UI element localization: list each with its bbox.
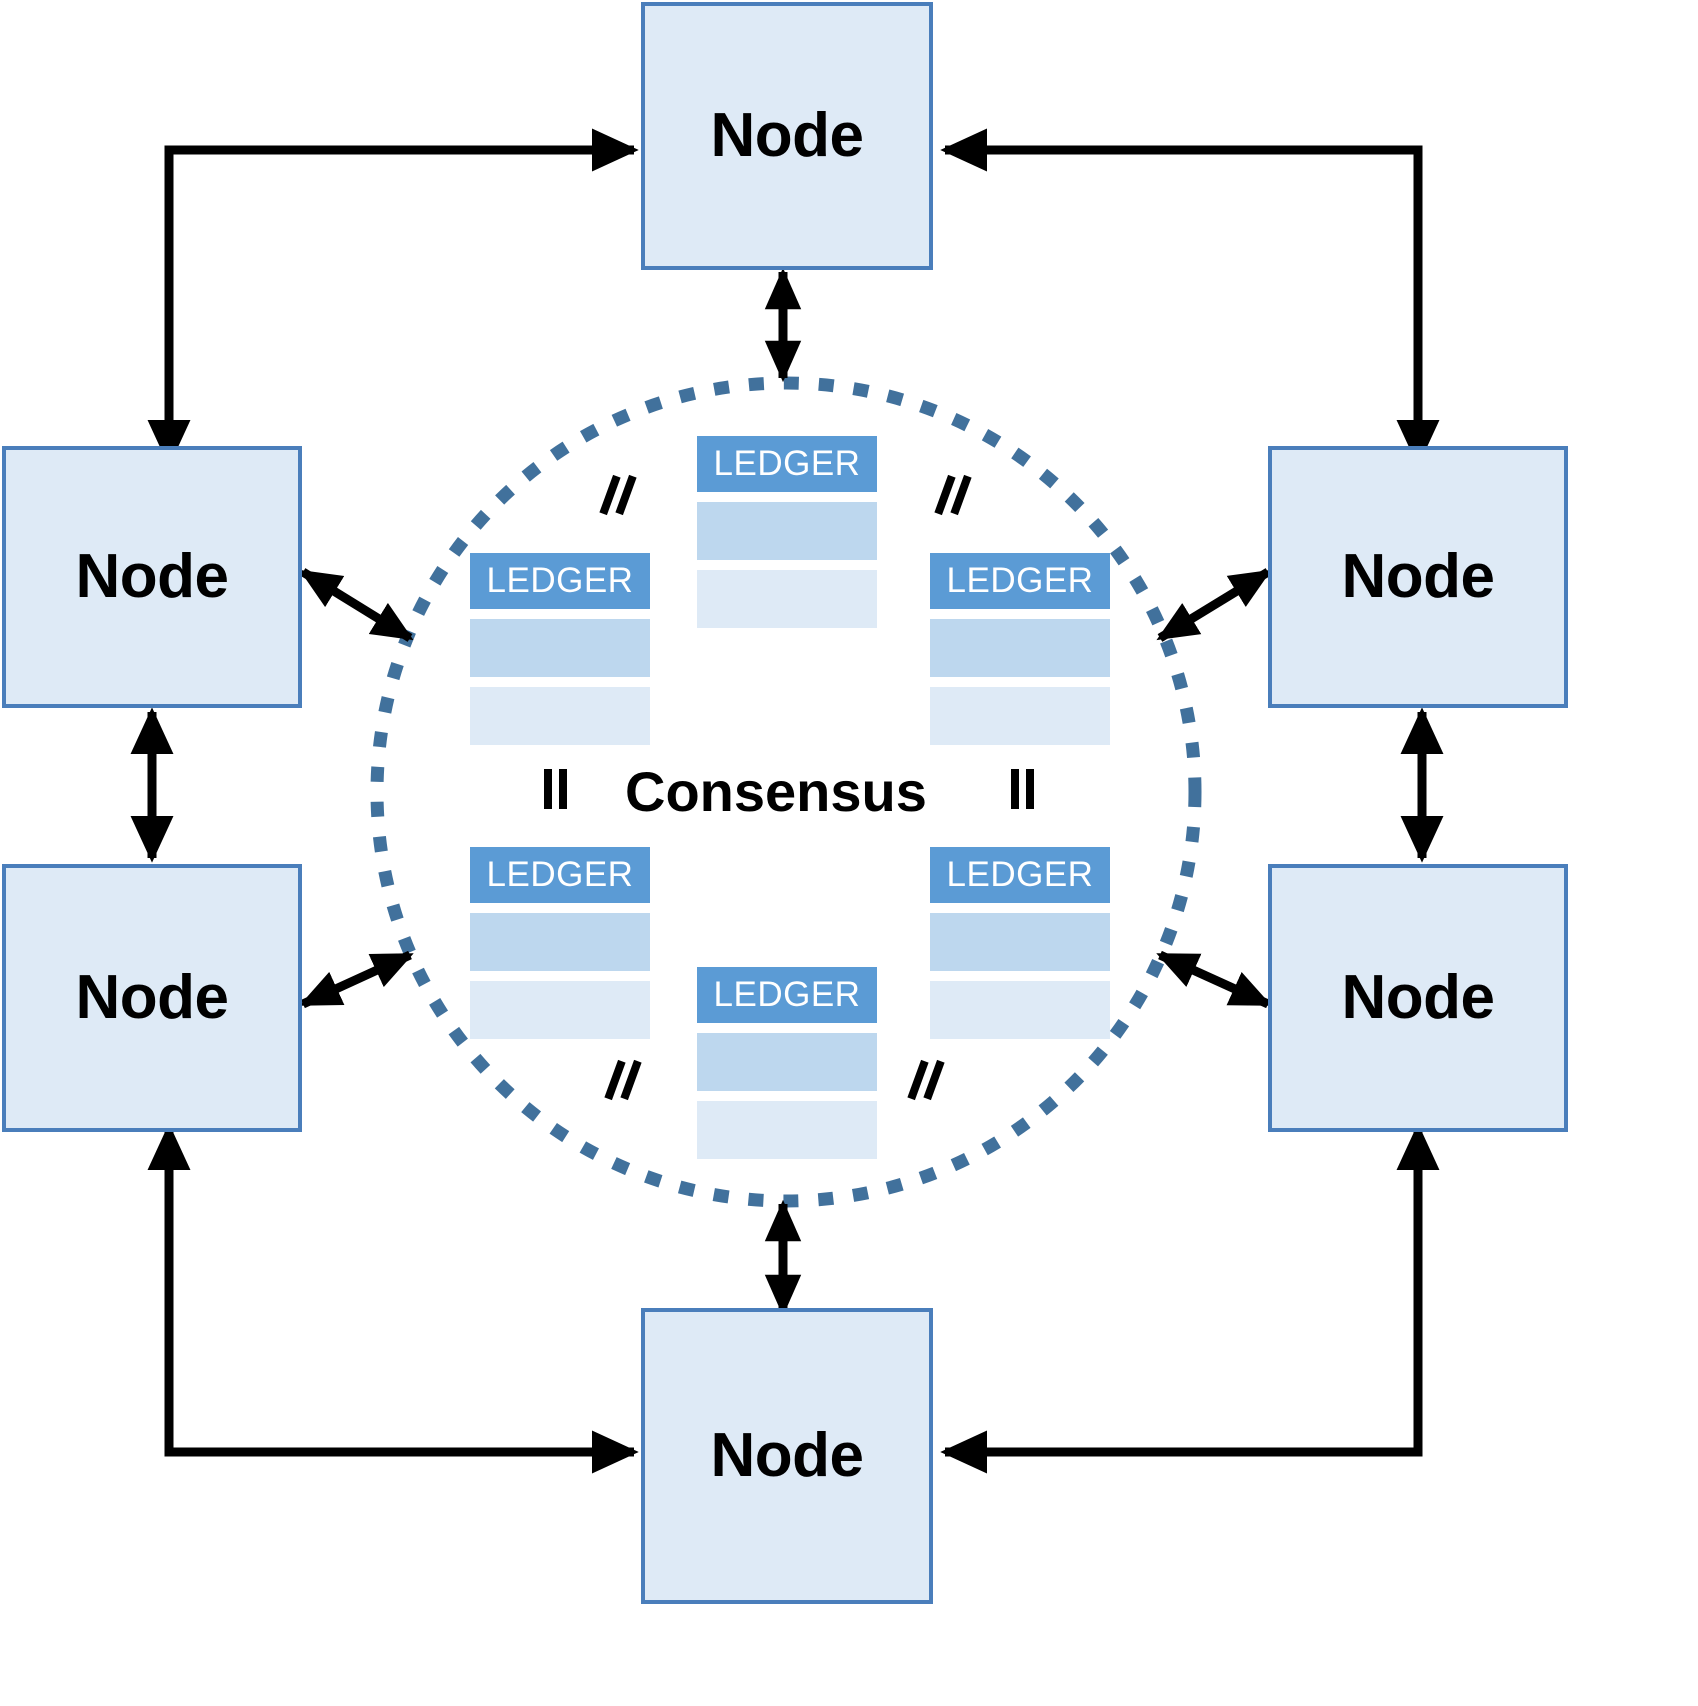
conn-left-upper-consensus bbox=[299, 568, 414, 642]
ledger-upper-left-header: LEDGER bbox=[470, 553, 650, 609]
node-top-label: Node bbox=[710, 101, 865, 170]
node-left-lower[interactable]: Node bbox=[2, 864, 302, 1132]
ledger-bottom-row-1 bbox=[697, 1033, 877, 1091]
equals-bar bbox=[559, 769, 567, 809]
ledger-lower-right-header: LEDGER bbox=[930, 847, 1110, 903]
equals-middle-right bbox=[1005, 769, 1039, 809]
conn-left-lower-to-bottom bbox=[147, 1123, 639, 1474]
ledger-upper-right[interactable]: LEDGER bbox=[930, 553, 1110, 745]
equals-bar bbox=[1026, 769, 1034, 809]
ledger-lower-left-row-1 bbox=[470, 913, 650, 971]
node-right-lower[interactable]: Node bbox=[1268, 864, 1568, 1132]
ledger-lower-right-row-2 bbox=[930, 981, 1110, 1039]
ledger-upper-left-row-1 bbox=[470, 619, 650, 677]
ledger-upper-right-row-2 bbox=[930, 687, 1110, 745]
node-left-upper[interactable]: Node bbox=[2, 446, 302, 708]
ledger-bottom[interactable]: LEDGER bbox=[697, 967, 877, 1159]
ledger-top-row-1 bbox=[697, 502, 877, 560]
ledger-top[interactable]: LEDGER bbox=[697, 436, 877, 628]
conn-left-lower-consensus bbox=[299, 950, 414, 1009]
ledger-upper-left-row-2 bbox=[470, 687, 650, 745]
equals-middle-left bbox=[538, 769, 572, 809]
conn-right-upper-to-top bbox=[940, 128, 1440, 467]
conn-left-upper-to-top bbox=[147, 128, 639, 467]
equals-top-left bbox=[599, 474, 637, 516]
node-top[interactable]: Node bbox=[641, 2, 933, 270]
ledger-bottom-row-2 bbox=[697, 1101, 877, 1159]
equals-bar bbox=[1011, 769, 1019, 809]
ledger-bottom-header: LEDGER bbox=[697, 967, 877, 1023]
node-bottom-label: Node bbox=[710, 1421, 865, 1490]
equals-bottom-right bbox=[907, 1059, 945, 1101]
ledger-top-row-2 bbox=[697, 570, 877, 628]
ledger-lower-right[interactable]: LEDGER bbox=[930, 847, 1110, 1039]
node-right-upper[interactable]: Node bbox=[1268, 446, 1568, 708]
ledger-lower-left-row-2 bbox=[470, 981, 650, 1039]
node-right-lower-label: Node bbox=[1341, 963, 1496, 1032]
ledger-upper-left[interactable]: LEDGER bbox=[470, 553, 650, 745]
ledger-upper-right-header: LEDGER bbox=[930, 553, 1110, 609]
ledger-top-header: LEDGER bbox=[697, 436, 877, 492]
node-left-lower-label: Node bbox=[75, 963, 230, 1032]
ledger-lower-left-header: LEDGER bbox=[470, 847, 650, 903]
equals-bar bbox=[544, 769, 552, 809]
node-right-upper-label: Node bbox=[1341, 542, 1496, 611]
ledger-lower-right-row-1 bbox=[930, 913, 1110, 971]
conn-right-upper-consensus bbox=[1156, 568, 1272, 642]
conn-right-lower-to-bottom bbox=[940, 1123, 1440, 1474]
ledger-upper-right-row-1 bbox=[930, 619, 1110, 677]
ledger-lower-left[interactable]: LEDGER bbox=[470, 847, 650, 1039]
node-bottom[interactable]: Node bbox=[641, 1308, 933, 1604]
equals-bottom-left bbox=[604, 1059, 642, 1101]
equals-top-right bbox=[934, 474, 972, 516]
node-left-upper-label: Node bbox=[75, 542, 230, 611]
conn-right-lower-consensus bbox=[1156, 950, 1272, 1009]
consensus-label: Consensus bbox=[625, 760, 927, 823]
